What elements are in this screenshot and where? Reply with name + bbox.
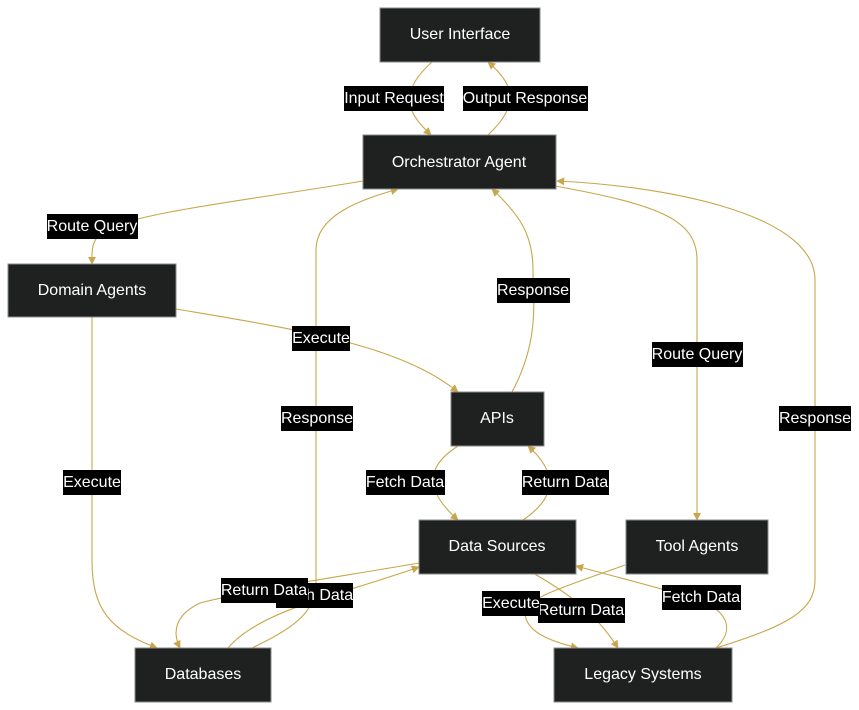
edge-labels: Input Request Output Response Route Quer… <box>47 86 851 623</box>
edge-label-text: Response <box>281 410 353 427</box>
label-route-query-domain: Route Query <box>47 214 138 239</box>
edge-response-apis <box>491 188 535 393</box>
node-legacy-systems[interactable]: Legacy Systems <box>553 647 733 703</box>
node-label: Orchestrator Agent <box>392 154 527 171</box>
label-fetch-data-legacy: Fetch Data <box>662 585 741 610</box>
node-label: Legacy Systems <box>584 666 701 683</box>
edge-label-text: Input Request <box>344 90 444 107</box>
label-return-data-apis: Return Data <box>522 470 609 495</box>
edge-response-databases <box>251 187 399 649</box>
edge-label-text: Return Data <box>538 602 624 619</box>
label-route-query-tool: Route Query <box>652 342 743 367</box>
edge-label-text: Return Data <box>522 474 608 491</box>
edge-label-text: Return Data <box>221 582 307 599</box>
edge-response-legacy <box>556 177 816 649</box>
label-input-request: Input Request <box>344 86 444 111</box>
edge-label-text: Execute <box>482 595 540 612</box>
node-label: Databases <box>165 666 242 683</box>
label-execute-domain-databases: Execute <box>63 470 121 495</box>
node-label: Domain Agents <box>38 282 147 299</box>
edge-route-query-tool <box>554 185 701 521</box>
edge-label-text: Execute <box>292 330 350 347</box>
node-label: User Interface <box>410 26 511 43</box>
label-response-databases: Response <box>281 406 353 431</box>
edge-label-text: Response <box>497 282 569 299</box>
label-response-apis: Response <box>497 278 570 303</box>
nodes: User Interface Orchestrator Agent Domain… <box>7 7 769 703</box>
node-databases[interactable]: Databases <box>134 647 272 703</box>
label-fetch-data-apis: Fetch Data <box>366 470 445 495</box>
edge-label-text: Route Query <box>47 218 138 235</box>
edge-label-text: Execute <box>63 474 121 491</box>
label-output-response: Output Response <box>463 86 588 111</box>
label-response-legacy: Response <box>779 406 851 431</box>
label-execute-domain-apis: Execute <box>292 326 350 351</box>
node-data-sources[interactable]: Data Sources <box>418 519 577 575</box>
edge-label-text: Response <box>779 410 851 427</box>
node-label: Tool Agents <box>656 538 739 555</box>
node-user-interface[interactable]: User Interface <box>379 7 541 63</box>
edge-label-text: Route Query <box>652 346 743 363</box>
node-label: Data Sources <box>449 538 546 555</box>
node-tool-agents[interactable]: Tool Agents <box>625 519 769 575</box>
label-execute-tool-legacy: Execute <box>482 591 540 616</box>
edge-label-text: Fetch Data <box>662 589 740 606</box>
node-domain-agents[interactable]: Domain Agents <box>7 263 177 318</box>
label-return-data-legacy: Return Data <box>538 598 625 623</box>
node-orchestrator-agent[interactable]: Orchestrator Agent <box>362 134 557 190</box>
node-label: APIs <box>480 410 514 427</box>
label-return-data-databases: Return Data <box>221 578 308 603</box>
edge-label-text: Fetch Data <box>366 474 444 491</box>
edge-execute-domain-databases <box>91 317 158 650</box>
edge-label-text: Output Response <box>463 90 588 107</box>
node-apis[interactable]: APIs <box>450 391 545 447</box>
